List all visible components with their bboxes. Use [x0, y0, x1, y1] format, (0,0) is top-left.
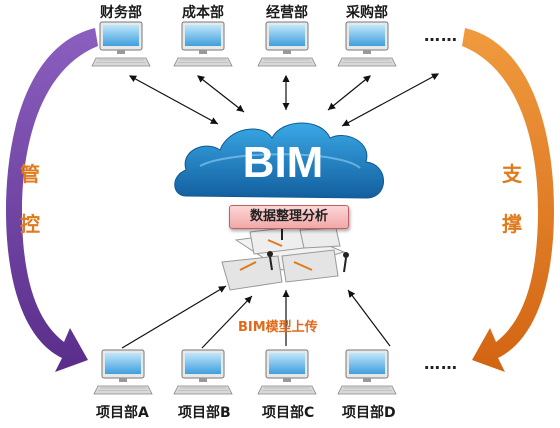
project-computers [93, 349, 397, 395]
desktop-computer-icon [337, 349, 397, 395]
department-label: 成本部 [182, 5, 224, 21]
right-label-char: 支 [502, 162, 522, 186]
project-label: 项目部C [262, 405, 315, 421]
department-label: 财务部 [100, 5, 142, 21]
desktop-computer-icon [93, 349, 153, 395]
bim-upload-label: BIM模型上传 [238, 320, 318, 335]
more-departments: …… [424, 26, 458, 45]
left-curved-arrow [6, 28, 98, 372]
bottom-connection-arrows [121, 285, 391, 349]
desktop-computer-icon [257, 21, 317, 67]
project-label: 项目部D [342, 405, 396, 421]
left-label-char: 管 [20, 162, 40, 186]
desktop-computer-icon [91, 21, 151, 67]
desktop-computer-icon [173, 349, 233, 395]
project-label: 项目部B [178, 405, 231, 421]
left-label-char: 控 [20, 212, 40, 236]
project-label: 项目部A [96, 405, 149, 421]
department-label: 采购部 [346, 5, 388, 21]
data-analysis-banner: 数据整理分析 [229, 205, 349, 229]
department-label: 经营部 [266, 5, 308, 21]
desktop-computer-icon [257, 349, 317, 395]
bim-title: BIM [242, 138, 324, 187]
top-connection-arrows [128, 73, 440, 127]
desktop-computer-icon [337, 21, 397, 67]
right-curved-arrow [462, 28, 554, 372]
right-label-char: 撑 [502, 212, 522, 236]
department-computers [91, 21, 397, 67]
more-projects: …… [424, 354, 458, 373]
bim-cloud [174, 122, 384, 199]
desktop-computer-icon [173, 21, 233, 67]
keyboard-cluster [221, 222, 349, 291]
